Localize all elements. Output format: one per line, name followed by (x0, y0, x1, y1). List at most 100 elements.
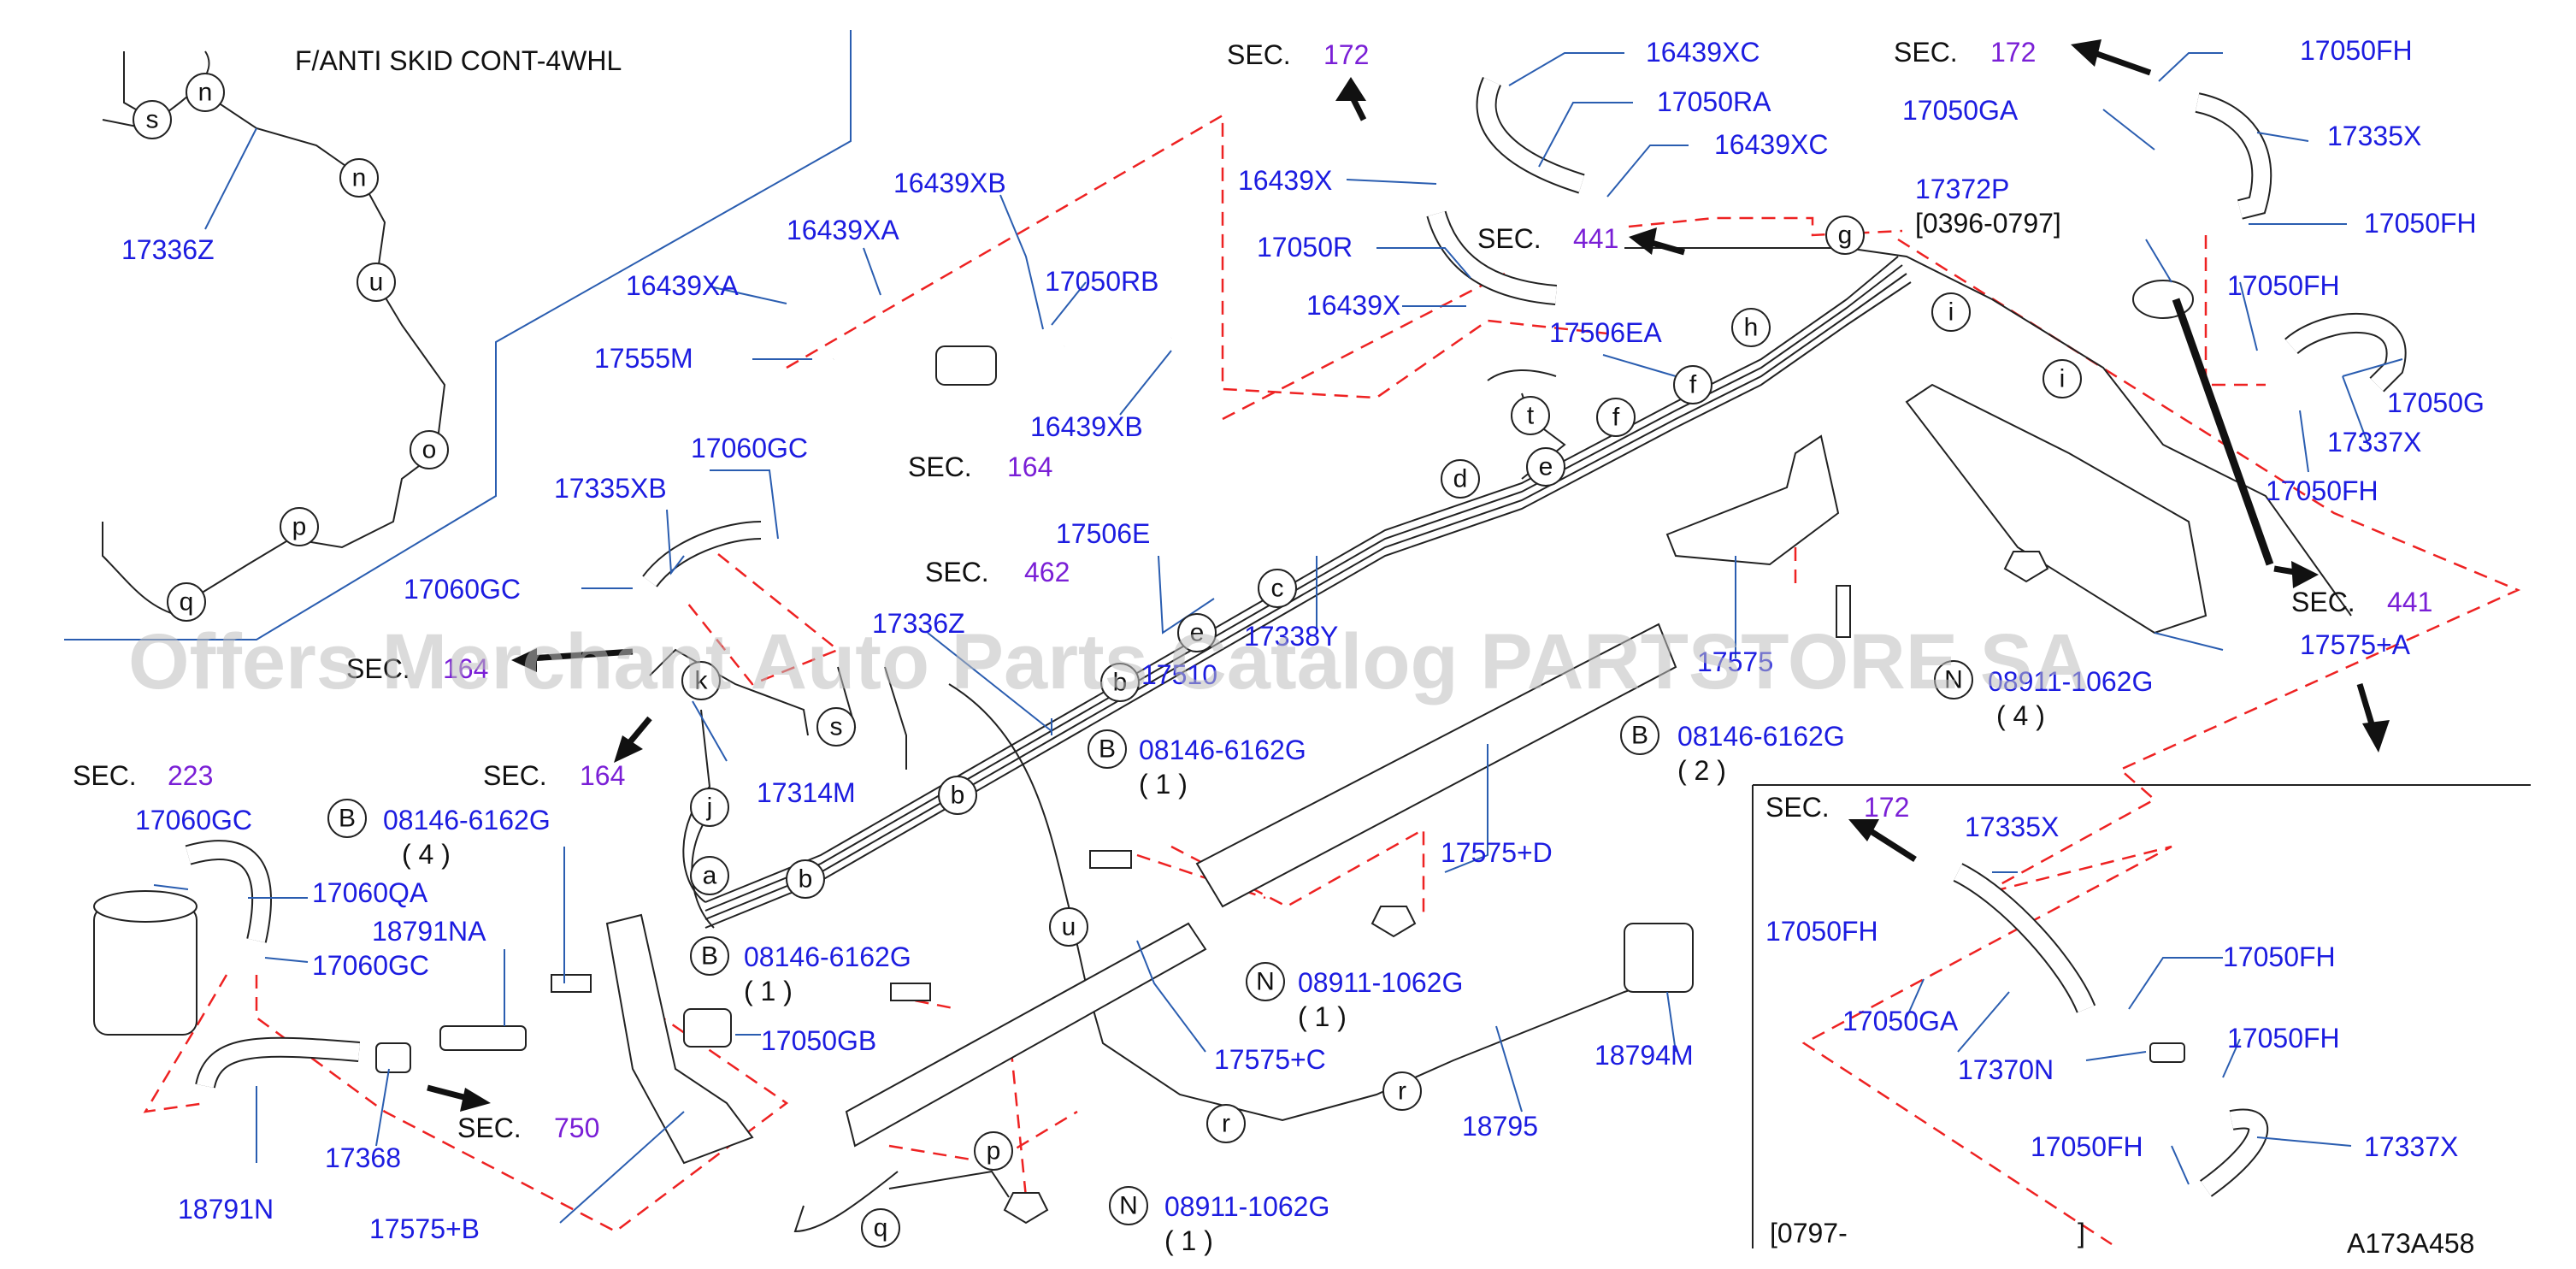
svg-text:N: N (1944, 666, 1963, 694)
components (93, 77, 2407, 1225)
fuel-filter-shape (935, 345, 997, 386)
fastener-n-2: N 08911-1062G ( 1 ) (1246, 962, 1463, 1032)
part-17050fh-b: 17050FH (2364, 208, 2477, 239)
svg-text:o: o (422, 436, 437, 464)
svg-text:d: d (1453, 465, 1468, 493)
callout-e-2: e (1177, 613, 1217, 652)
svg-text:SEC.: SEC. (457, 1113, 522, 1143)
callout-g-1: g (1825, 215, 1865, 255)
callout-i-1: i (1931, 292, 1971, 332)
part-17050ra: 17050RA (1657, 86, 1771, 117)
callout-p-2: p (974, 1131, 1013, 1171)
callout-q-2: q (861, 1208, 900, 1248)
svg-text:441: 441 (2387, 587, 2432, 617)
svg-text:172: 172 (1864, 792, 1909, 823)
bracket-17575c-shape (845, 922, 1207, 1148)
part-17060gc-a: 17060GC (691, 433, 808, 463)
svg-text:SEC.: SEC. (908, 452, 972, 482)
inset-period-label: [0797- (1770, 1218, 1848, 1248)
fastener-n-1: N 08911-1062G ( 4 ) (1934, 660, 2153, 731)
part-18795: 18795 (1462, 1111, 1538, 1142)
part-16439xa-a: 16439XA (787, 215, 899, 245)
part-16439x-b: 16439X (1306, 290, 1400, 321)
svg-text:b: b (799, 865, 813, 894)
part-17368: 17368 (325, 1142, 401, 1173)
part-16439xb-b: 16439XB (1030, 411, 1143, 442)
svg-text:p: p (987, 1137, 1001, 1166)
callout-e-1: e (1526, 447, 1565, 487)
part-17575c: 17575+C (1214, 1044, 1326, 1075)
part-17335xb: 17335XB (554, 473, 667, 504)
part-17060gc-b: 17060GC (404, 574, 521, 605)
svg-text:a: a (703, 862, 717, 890)
svg-text:SEC.: SEC. (925, 557, 989, 587)
part-17372p-period: [0396-0797] (1915, 208, 2061, 239)
part-17050g: 17050G (2387, 387, 2485, 418)
nut-shape-3 (1003, 1192, 1049, 1225)
sec-441-center: SEC.441 (1477, 223, 1618, 254)
fastener-b-4: B 08146-6162G ( 1 ) (690, 936, 911, 1006)
callout-o-1: o (410, 430, 449, 469)
part-17337x-a: 17337X (2327, 427, 2421, 457)
callout-j-1: j (690, 788, 729, 827)
callout-b-1: b (1100, 663, 1140, 702)
part-17510: 17510 (1141, 659, 1217, 690)
svg-text:08146-6162G: 08146-6162G (1139, 735, 1306, 765)
svg-text:c: c (1271, 575, 1284, 603)
part-18794m: 18794M (1595, 1040, 1694, 1071)
svg-text:p: p (292, 513, 307, 541)
part-16439xa-b: 16439XA (626, 270, 739, 301)
svg-text:441: 441 (1573, 223, 1618, 254)
callout-u-1: u (357, 263, 396, 302)
callout-u-2: u (1049, 907, 1088, 947)
callout-s-1: s (133, 100, 172, 139)
hidden-lines (143, 113, 2521, 1246)
inset-frame (1752, 784, 2531, 1248)
sec-172-inset: SEC.172 (1765, 792, 1909, 823)
clip-17050gb-shape (683, 1008, 732, 1048)
part-17060gc-c: 17060GC (135, 805, 252, 835)
callout-p-1: p (280, 507, 319, 546)
sec-164-left: SEC.164 (346, 653, 488, 684)
svg-text:SEC.: SEC. (483, 760, 547, 791)
svg-text:b: b (1113, 669, 1128, 697)
callout-d-1: d (1441, 459, 1480, 499)
part-17314m: 17314M (757, 777, 856, 808)
svg-text:i: i (2060, 365, 2066, 393)
part-16439xc-b: 16439XC (1714, 129, 1828, 160)
svg-text:N: N (1256, 968, 1275, 996)
svg-text:08911-1062G: 08911-1062G (1298, 967, 1463, 998)
svg-text:r: r (1222, 1110, 1230, 1138)
svg-text:( 2 ): ( 2 ) (1677, 755, 1726, 786)
svg-text:s: s (830, 713, 843, 741)
svg-text:SEC.: SEC. (1227, 39, 1291, 70)
svg-text:t: t (1527, 402, 1535, 430)
svg-text:( 4 ): ( 4 ) (1996, 700, 2045, 731)
sec-172-right: SEC.172 (1894, 37, 2036, 68)
callout-q-1: q (167, 582, 206, 622)
part-17575: 17575 (1697, 646, 1773, 677)
part-17370n: 17370N (1958, 1054, 2054, 1085)
svg-text:SEC.: SEC. (73, 760, 137, 791)
fastener-n-3: N 08911-1062G ( 1 ) (1109, 1186, 1329, 1256)
fastener-b-2: B 08146-6162G ( 2 ) (1620, 716, 1845, 786)
callout-i-2: i (2043, 359, 2082, 398)
stud-bolt-shape (1836, 585, 1851, 638)
part-16439x-a: 16439X (1238, 165, 1332, 196)
part-17050fh-a: 17050FH (2300, 35, 2413, 66)
sec-164-lower: SEC.164 (483, 760, 625, 791)
bracket-17575a-shape (1905, 383, 2208, 634)
svg-text:164: 164 (443, 653, 488, 684)
svg-text:08911-1062G: 08911-1062G (1164, 1191, 1329, 1222)
part-17050fh-g: 17050FH (2227, 1023, 2340, 1054)
svg-text:750: 750 (554, 1113, 599, 1143)
part-17335x-a: 17335X (2327, 121, 2421, 151)
svg-text:( 1 ): ( 1 ) (744, 976, 793, 1006)
svg-text:08146-6162G: 08146-6162G (744, 941, 911, 972)
part-17050ga-a: 17050GA (1902, 95, 2019, 126)
svg-text:08146-6162G: 08146-6162G (383, 805, 551, 835)
part-17335x-inset: 17335X (1965, 812, 2059, 842)
svg-text:k: k (695, 667, 709, 695)
svg-text:B: B (1099, 735, 1116, 764)
